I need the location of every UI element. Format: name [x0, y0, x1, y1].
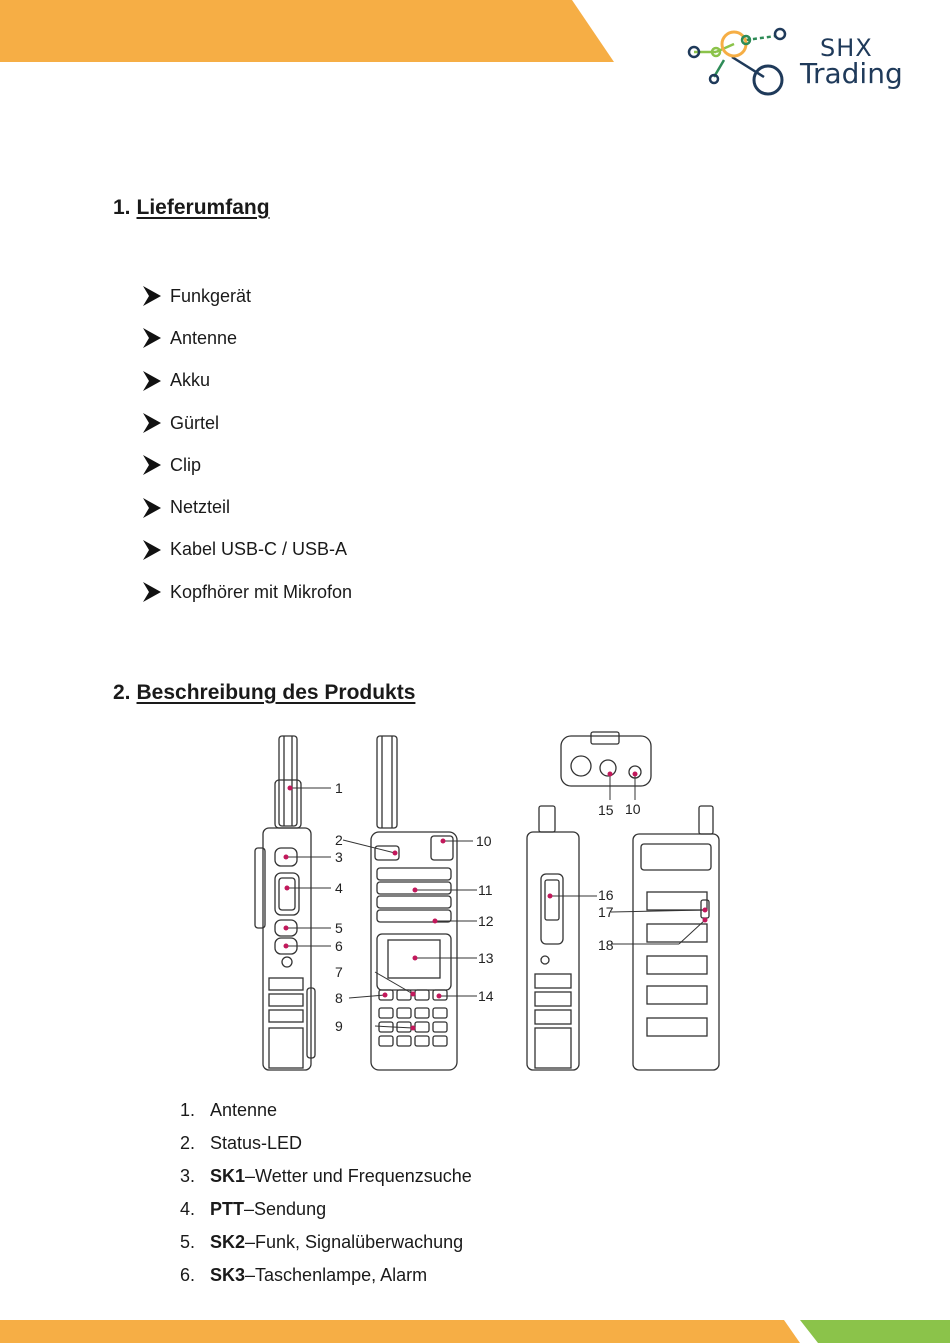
- callout-label: 8: [335, 990, 343, 1006]
- callout-label: 4: [335, 880, 343, 896]
- callout-label: 16: [598, 887, 614, 903]
- list-item: 5. SK2 – Funk, Signalüberwachung: [180, 1226, 472, 1259]
- part-key: SK2: [210, 1232, 246, 1252]
- list-item: 4. PTT – Sendung: [180, 1193, 472, 1226]
- callout-label: 10: [476, 833, 492, 849]
- brand-logo-icon: [687, 27, 787, 96]
- section-number: 1.: [113, 196, 131, 219]
- list-item: Clip: [142, 444, 352, 486]
- list-item: Funkgerät: [142, 275, 352, 317]
- callout-label: 17: [598, 904, 614, 920]
- brand-line1: SHX: [820, 34, 873, 62]
- radio-top-view: [560, 731, 652, 787]
- callout-label: 15: [598, 802, 614, 818]
- brand-line2: Trading: [800, 57, 903, 90]
- list-item-text: Funkgerät: [170, 285, 252, 306]
- part-description: Wetter und Frequenzsuche: [255, 1166, 472, 1186]
- callout-label: 12: [478, 913, 494, 929]
- header-band: [0, 0, 614, 62]
- separator: –: [245, 1166, 256, 1186]
- footer-band: [0, 1320, 950, 1343]
- list-item: Gürtel: [142, 402, 352, 444]
- list-item-number: 4.: [180, 1199, 196, 1219]
- callout-label: 5: [335, 920, 343, 936]
- section-title-beschreibung: 2.Beschreibung des Produkts: [113, 681, 415, 705]
- list-item: 2. Status-LED: [180, 1127, 472, 1160]
- callout-label: 1: [335, 780, 343, 796]
- list-item-text: Gürtel: [170, 412, 220, 433]
- callout-label: 14: [478, 988, 494, 1004]
- radio-side-view-right: [526, 805, 580, 1071]
- part-description: Status-LED: [210, 1133, 303, 1153]
- list-item-text: Kopfhörer mit Mikrofon: [170, 581, 353, 602]
- arrowhead-bullet-icon: [142, 581, 170, 603]
- radio-side-view: [254, 735, 316, 1071]
- list-item-text: Clip: [170, 454, 202, 475]
- list-item-number: 2.: [180, 1133, 196, 1153]
- callout-label: 10: [625, 801, 641, 817]
- parts-list: 1. Antenne 2. Status-LED 3. SK1 – Wetter un…: [180, 1094, 472, 1292]
- section-heading: Beschreibung des Produkts: [136, 681, 416, 704]
- section-title-lieferumfang: 1.Lieferumfang: [113, 196, 270, 220]
- list-item-number: 5.: [180, 1232, 196, 1252]
- brand-wordmark: SHX Trading: [800, 36, 903, 88]
- callout-label: 3: [335, 849, 343, 865]
- separator: –: [245, 1265, 256, 1285]
- callout-label: 11: [478, 882, 493, 898]
- radio-front-view: [370, 735, 458, 1071]
- arrowhead-bullet-icon: [142, 539, 170, 561]
- part-description: Taschenlampe, Alarm: [255, 1265, 428, 1285]
- list-item-text: Akku: [170, 370, 211, 391]
- section-heading: Lieferumfang: [136, 196, 270, 219]
- arrowhead-bullet-icon: [142, 370, 170, 392]
- part-key: PTT: [210, 1199, 244, 1219]
- part-description: Funk, Signalüberwachung: [255, 1232, 464, 1252]
- list-item-text: Netzteil: [170, 497, 231, 518]
- arrowhead-bullet-icon: [142, 497, 170, 519]
- list-item-text: Kabel USB-C / USB-A: [170, 539, 348, 560]
- callout-label: 6: [335, 938, 343, 954]
- callout-label: 9: [335, 1018, 343, 1034]
- callout-leaders: [286, 774, 706, 1029]
- separator: –: [244, 1199, 255, 1219]
- part-key: SK1: [210, 1166, 246, 1186]
- list-item: Netzteil: [142, 486, 352, 528]
- arrowhead-bullet-icon: [142, 454, 170, 476]
- list-item-number: 3.: [180, 1166, 196, 1186]
- part-description: Sendung: [254, 1199, 327, 1219]
- list-item-number: 6.: [180, 1265, 196, 1285]
- list-item: Kopfhörer mit Mikrofon: [142, 571, 352, 613]
- arrowhead-bullet-icon: [142, 327, 170, 349]
- part-description: Antenne: [210, 1100, 278, 1120]
- radio-back-view: [632, 805, 720, 1071]
- callout-label: 2: [335, 832, 343, 848]
- callout-markers: [283, 771, 708, 1031]
- list-item: 1. Antenne: [180, 1094, 472, 1127]
- list-item-text: Antenne: [170, 327, 238, 348]
- part-key: SK3: [210, 1265, 246, 1285]
- arrowhead-bullet-icon: [142, 412, 170, 434]
- package-contents-list: Funkgerät Antenne Akku Gürtel Clip Netzt…: [142, 275, 352, 613]
- arrowhead-bullet-icon: [142, 285, 170, 307]
- radio-diagram: 1 2 3 4 5 6 7 8 9 10 11 12 13 14 15 10 1…: [254, 731, 720, 1071]
- callout-label: 13: [478, 950, 494, 966]
- list-item: 6. SK3 – Taschenlampe, Alarm: [180, 1259, 472, 1292]
- separator: –: [245, 1232, 256, 1252]
- callout-label: 18: [598, 937, 614, 953]
- callout-label: 7: [335, 964, 343, 980]
- list-item: Antenne: [142, 317, 352, 359]
- section-number: 2.: [113, 681, 131, 704]
- list-item: 3. SK1 – Wetter und Frequenzsuche: [180, 1160, 472, 1193]
- list-item: Kabel USB-C / USB-A: [142, 529, 352, 571]
- list-item: Akku: [142, 360, 352, 402]
- list-item-number: 1.: [180, 1100, 196, 1120]
